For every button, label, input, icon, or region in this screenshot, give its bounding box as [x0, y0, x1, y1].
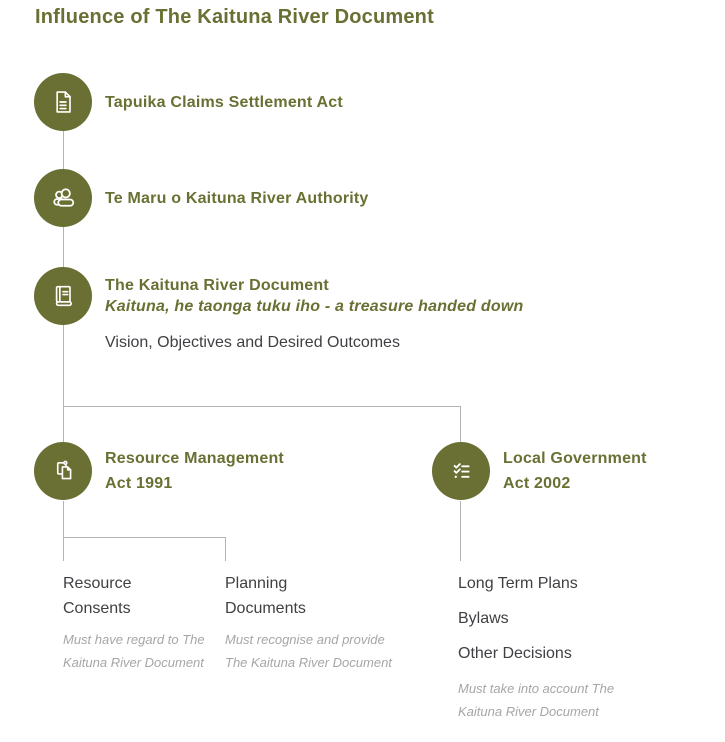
connector-left-sub-vertical: [63, 501, 64, 561]
connector-right-sub-vertical: [460, 501, 461, 561]
node-kaituna-river-document: [34, 267, 92, 325]
node-label-tapuika: Tapuika Claims Settlement Act: [105, 94, 343, 111]
diagram-title: Influence of The Kaituna River Document: [35, 6, 434, 28]
vision-objectives-text: Vision, Objectives and Desired Outcomes: [105, 334, 400, 351]
node-label-lga: Local Government Act 2002: [503, 450, 647, 492]
planning-documents-note: Must recognise and provide The Kaituna R…: [225, 632, 392, 670]
bylaws-label: Bylaws: [458, 610, 509, 627]
other-decisions-label: Other Decisions: [458, 645, 572, 662]
other-decisions-note: Must take into account The Kaituna River…: [458, 681, 615, 719]
resource-consents-note: Must have regard to The Kaituna River Do…: [63, 632, 205, 670]
node-label-kaituna-document: The Kaituna River Document Kaituna, he t…: [105, 275, 523, 317]
node-te-maru-authority: [34, 169, 92, 227]
connector-planning-vertical: [225, 537, 226, 561]
people-icon: [48, 183, 78, 213]
copy-icon: [49, 457, 77, 485]
planning-documents-label: Planning Documents: [225, 575, 306, 617]
node-label-te-maru: Te Maru o Kaituna River Authority: [105, 190, 369, 207]
connector-left-sub-horizontal: [63, 537, 226, 538]
kaituna-document-title: The Kaituna River Document: [105, 277, 329, 294]
document-icon: [49, 88, 77, 116]
resource-consents-label: Resource Consents: [63, 575, 132, 617]
node-local-government-act: [432, 442, 490, 500]
node-resource-management-act: [34, 442, 92, 500]
checklist-icon: [447, 457, 475, 485]
long-term-plans-label: Long Term Plans: [458, 575, 578, 592]
kaituna-document-subtitle: Kaituna, he taonga tuku iho - a treasure…: [105, 298, 524, 315]
book-icon: [49, 282, 77, 310]
connector-branch-horizontal: [63, 406, 461, 407]
node-label-rma: Resource Management Act 1991: [105, 450, 284, 492]
node-tapuika-claims-settlement-act: [34, 73, 92, 131]
connector-right-vertical: [460, 406, 461, 471]
